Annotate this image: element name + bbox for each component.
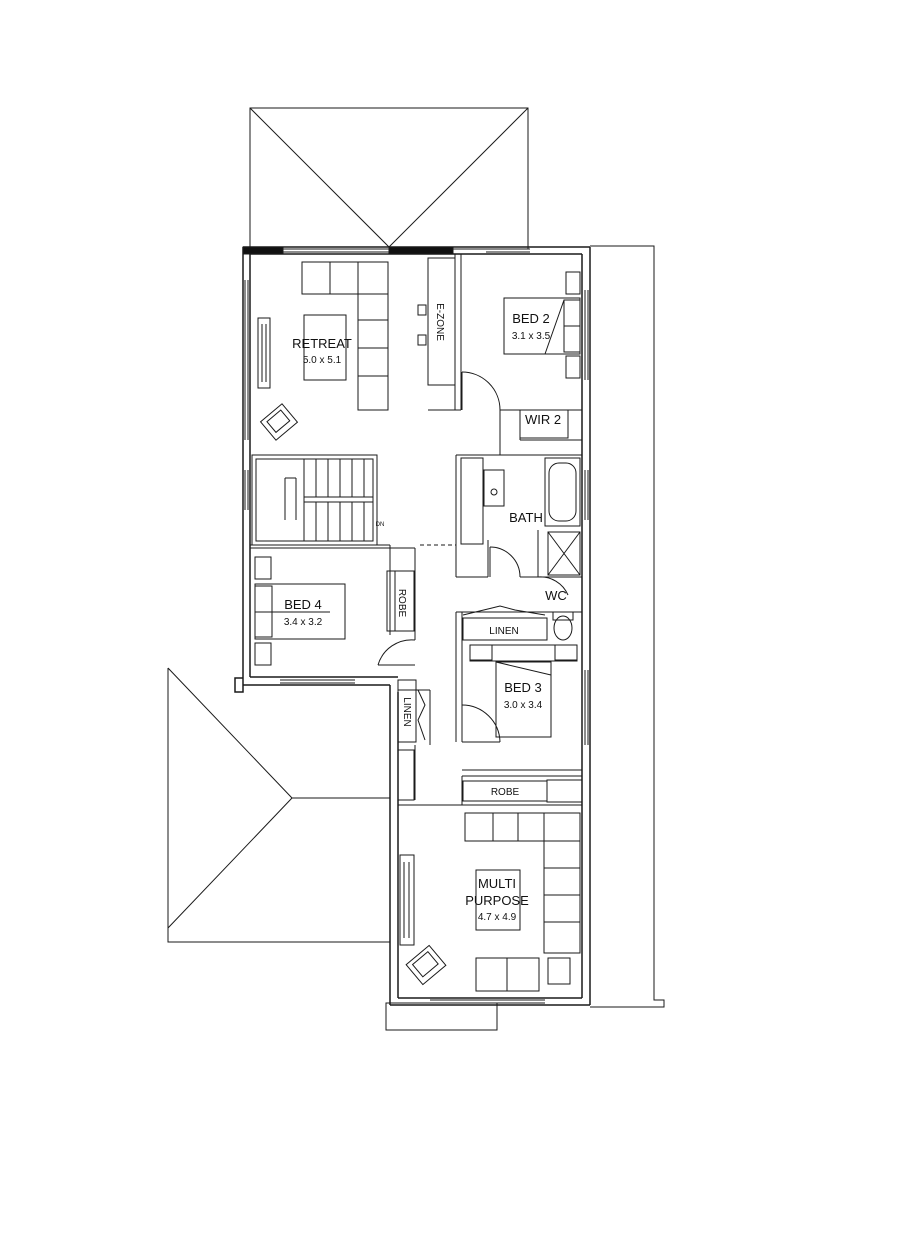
linen-hall bbox=[397, 679, 417, 801]
bed2-furniture bbox=[503, 271, 581, 439]
doors bbox=[377, 371, 569, 743]
ezone-label: E-ZONE bbox=[434, 303, 445, 341]
bed3-label: BED 3 bbox=[504, 680, 542, 695]
wc-label: WC bbox=[545, 588, 567, 603]
bed2-size: 3.1 x 3.5 bbox=[512, 331, 551, 342]
retreat-size: 5.0 x 5.1 bbox=[303, 355, 342, 366]
retreat-furniture bbox=[257, 261, 389, 441]
stair bbox=[251, 454, 378, 546]
linen-hall-label: LINEN bbox=[401, 697, 412, 726]
right-eave bbox=[590, 245, 665, 1008]
linen-bath-label: LINEN bbox=[489, 626, 518, 637]
windows bbox=[244, 248, 589, 1004]
roof-top bbox=[249, 107, 529, 250]
bed3-size: 3.0 x 3.4 bbox=[504, 700, 543, 711]
window-dark-left bbox=[242, 246, 284, 255]
roof-left bbox=[167, 667, 390, 943]
multipurpose-size: 4.7 x 4.9 bbox=[478, 912, 517, 923]
window-dark-center bbox=[388, 246, 454, 255]
bed2-label: BED 2 bbox=[512, 311, 550, 326]
robe-bed4-label: ROBE bbox=[396, 589, 407, 618]
bed4-size: 3.4 x 3.2 bbox=[284, 617, 323, 628]
retreat-label: RETREAT bbox=[292, 336, 352, 351]
multipurpose-label-line1: MULTI bbox=[478, 876, 516, 891]
wir2-label: WIR 2 bbox=[525, 412, 561, 427]
stair-dn-label: DN bbox=[376, 522, 385, 528]
front-porch bbox=[385, 1002, 498, 1031]
bath-fixtures bbox=[460, 457, 581, 641]
ezone-desk bbox=[417, 257, 456, 386]
bed4-furniture bbox=[254, 556, 415, 666]
bed4-label: BED 4 bbox=[284, 597, 322, 612]
multipurpose-label-line2: PURPOSE bbox=[465, 893, 529, 908]
multipurpose-furniture bbox=[399, 812, 581, 992]
bed3-furniture bbox=[462, 644, 583, 803]
bath-label: BATH bbox=[509, 510, 543, 525]
robe-bed3-label: ROBE bbox=[491, 787, 520, 798]
outer-walls bbox=[234, 246, 591, 1006]
